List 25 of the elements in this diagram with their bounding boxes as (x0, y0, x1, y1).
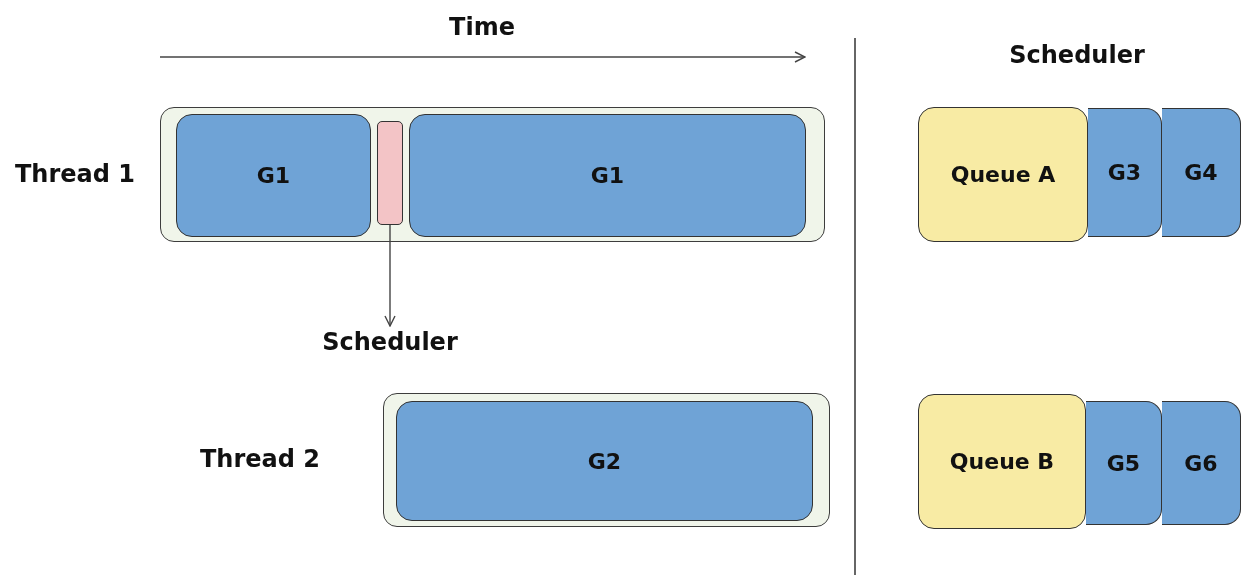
queue-box (918, 394, 1086, 529)
queue-box (918, 107, 1088, 242)
block-label: G1 (590, 163, 625, 188)
thread-label: Thread 1 (15, 159, 135, 188)
scheduler-label: Scheduler (322, 328, 458, 356)
section-heading: Scheduler (1009, 41, 1145, 69)
block-label: Queue A (950, 162, 1056, 187)
task-block (1162, 401, 1241, 525)
axis-label: Time (449, 13, 515, 41)
block-label: G6 (1184, 450, 1218, 476)
arrow (384, 224, 396, 327)
task-block (1162, 108, 1241, 237)
block-label: G1 (256, 163, 291, 188)
block-label: Queue B (949, 449, 1055, 474)
block-label: G2 (587, 448, 622, 474)
block-label: G3 (1107, 160, 1142, 185)
task-block (409, 114, 806, 237)
task-block (176, 114, 371, 237)
context-switch-bar (377, 121, 403, 225)
task-block (1088, 108, 1162, 237)
block-label: G4 (1184, 160, 1218, 185)
task-block (396, 401, 813, 521)
task-block (1086, 401, 1162, 525)
block-label: G5 (1106, 450, 1141, 476)
thread-label: Thread 2 (200, 445, 320, 473)
